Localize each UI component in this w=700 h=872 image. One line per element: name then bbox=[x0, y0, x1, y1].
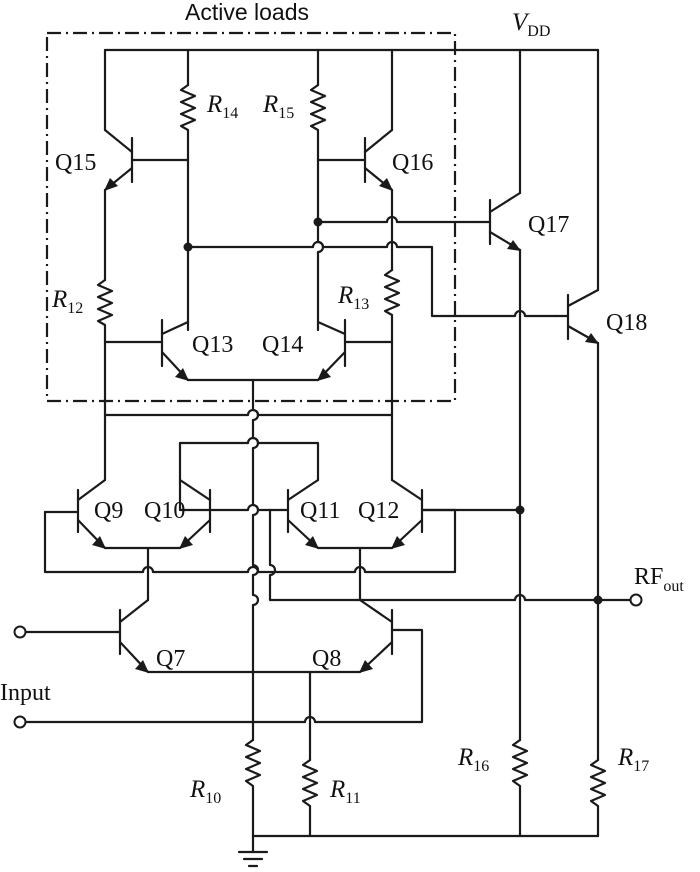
r12-label: R12 bbox=[51, 286, 83, 317]
ground-icon bbox=[237, 850, 269, 868]
resistor-r14 bbox=[179, 83, 197, 162]
transistor-q16 bbox=[316, 128, 394, 272]
transistor-q11 bbox=[268, 478, 600, 602]
r11-label: R11 bbox=[329, 776, 361, 807]
input-terminal-bottom bbox=[13, 715, 27, 729]
transistor-q8 bbox=[20, 598, 424, 724]
q15-label: Q15 bbox=[55, 150, 96, 176]
rf-out-label: RFout bbox=[634, 564, 684, 595]
r16-label: R16 bbox=[457, 744, 489, 775]
q9-label: Q9 bbox=[94, 498, 123, 524]
transistor-q13 bbox=[103, 318, 190, 382]
transistor-q18 bbox=[554, 288, 600, 762]
resistor-r17 bbox=[589, 758, 607, 838]
resistor-r13 bbox=[383, 268, 401, 482]
q14-label: Q14 bbox=[262, 332, 303, 358]
transistor-q17 bbox=[476, 191, 522, 742]
r15-label: R15 bbox=[262, 91, 294, 122]
input-label: Input bbox=[0, 680, 51, 706]
resistor-r15 bbox=[309, 83, 327, 162]
resistor-r12 bbox=[96, 278, 114, 432]
q8-label: Q8 bbox=[312, 646, 341, 672]
transistor-q10 bbox=[178, 478, 290, 550]
vdd-rail bbox=[103, 48, 600, 292]
q16-label: Q16 bbox=[392, 150, 433, 176]
q12-label: Q12 bbox=[358, 498, 399, 524]
transistor-q7 bbox=[20, 598, 150, 674]
r13-label: R13 bbox=[337, 282, 369, 313]
r17-label: R17 bbox=[617, 744, 649, 775]
transistor-q15 bbox=[103, 128, 190, 282]
rf-out-terminal bbox=[629, 593, 643, 607]
q10-label: Q10 bbox=[144, 498, 185, 524]
vdd-label: VDD bbox=[512, 9, 550, 40]
r14-label: R14 bbox=[206, 91, 238, 122]
transistor-q9 bbox=[43, 428, 107, 550]
ground-rail bbox=[251, 834, 600, 854]
transistor-q14 bbox=[316, 318, 394, 382]
q11-label: Q11 bbox=[300, 498, 340, 524]
active-loads-label: Active loads bbox=[185, 0, 309, 25]
input-terminal-top bbox=[13, 625, 27, 639]
resistor-r16 bbox=[511, 738, 529, 838]
q13-label: Q13 bbox=[192, 332, 233, 358]
q7-label: Q7 bbox=[156, 646, 185, 672]
resistor-r10 bbox=[244, 738, 262, 838]
active-loads-box bbox=[45, 31, 457, 403]
q17-label: Q17 bbox=[528, 212, 569, 238]
r10-label: R10 bbox=[189, 776, 221, 807]
resistor-r11 bbox=[301, 758, 319, 838]
q18-label: Q18 bbox=[606, 310, 647, 336]
